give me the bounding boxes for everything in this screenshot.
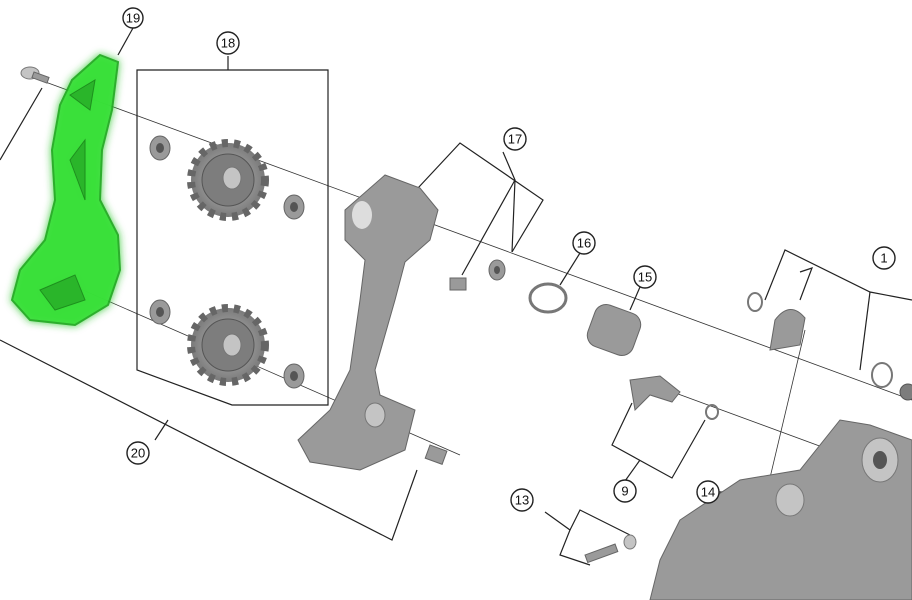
callout-label: 9 <box>621 484 628 499</box>
callout-15[interactable]: 15 <box>633 265 657 289</box>
callout-label: 17 <box>508 132 522 147</box>
callout-14[interactable]: 14 <box>696 480 720 504</box>
callout-1[interactable]: 1 <box>872 246 896 270</box>
callout-label: 14 <box>701 485 715 500</box>
bracket-20 <box>0 87 418 541</box>
assembly-axis-lines <box>39 79 912 521</box>
callout-label: 19 <box>126 11 140 26</box>
callout-16[interactable]: 16 <box>572 231 596 255</box>
bracket-17 <box>417 142 544 253</box>
bracket-9 <box>611 402 706 479</box>
callout-20[interactable]: 20 <box>126 441 150 465</box>
callout-label: 18 <box>221 36 235 51</box>
outer-cage-plate <box>297 174 439 471</box>
bracket-18 <box>136 56 329 406</box>
callout-18[interactable]: 18 <box>216 31 240 55</box>
callout-13[interactable]: 13 <box>510 488 534 512</box>
derailleur-body <box>649 419 912 600</box>
callout-label: 20 <box>131 446 145 461</box>
small-parts <box>424 259 912 564</box>
inner-cage-plate-19[interactable] <box>10 53 122 327</box>
callout-label: 16 <box>577 236 591 251</box>
callout-label: 13 <box>515 493 529 508</box>
bracket-13 <box>544 511 591 566</box>
pulley-set-18[interactable] <box>149 135 305 389</box>
cage-bolt <box>20 66 50 84</box>
callout-9[interactable]: 9 <box>613 479 637 503</box>
callout-17[interactable]: 17 <box>503 127 527 151</box>
callout-label: 1 <box>880 251 887 266</box>
callout-label: 15 <box>638 270 652 285</box>
callout-19[interactable]: 19 <box>122 7 144 29</box>
bracket-1 <box>764 249 912 301</box>
